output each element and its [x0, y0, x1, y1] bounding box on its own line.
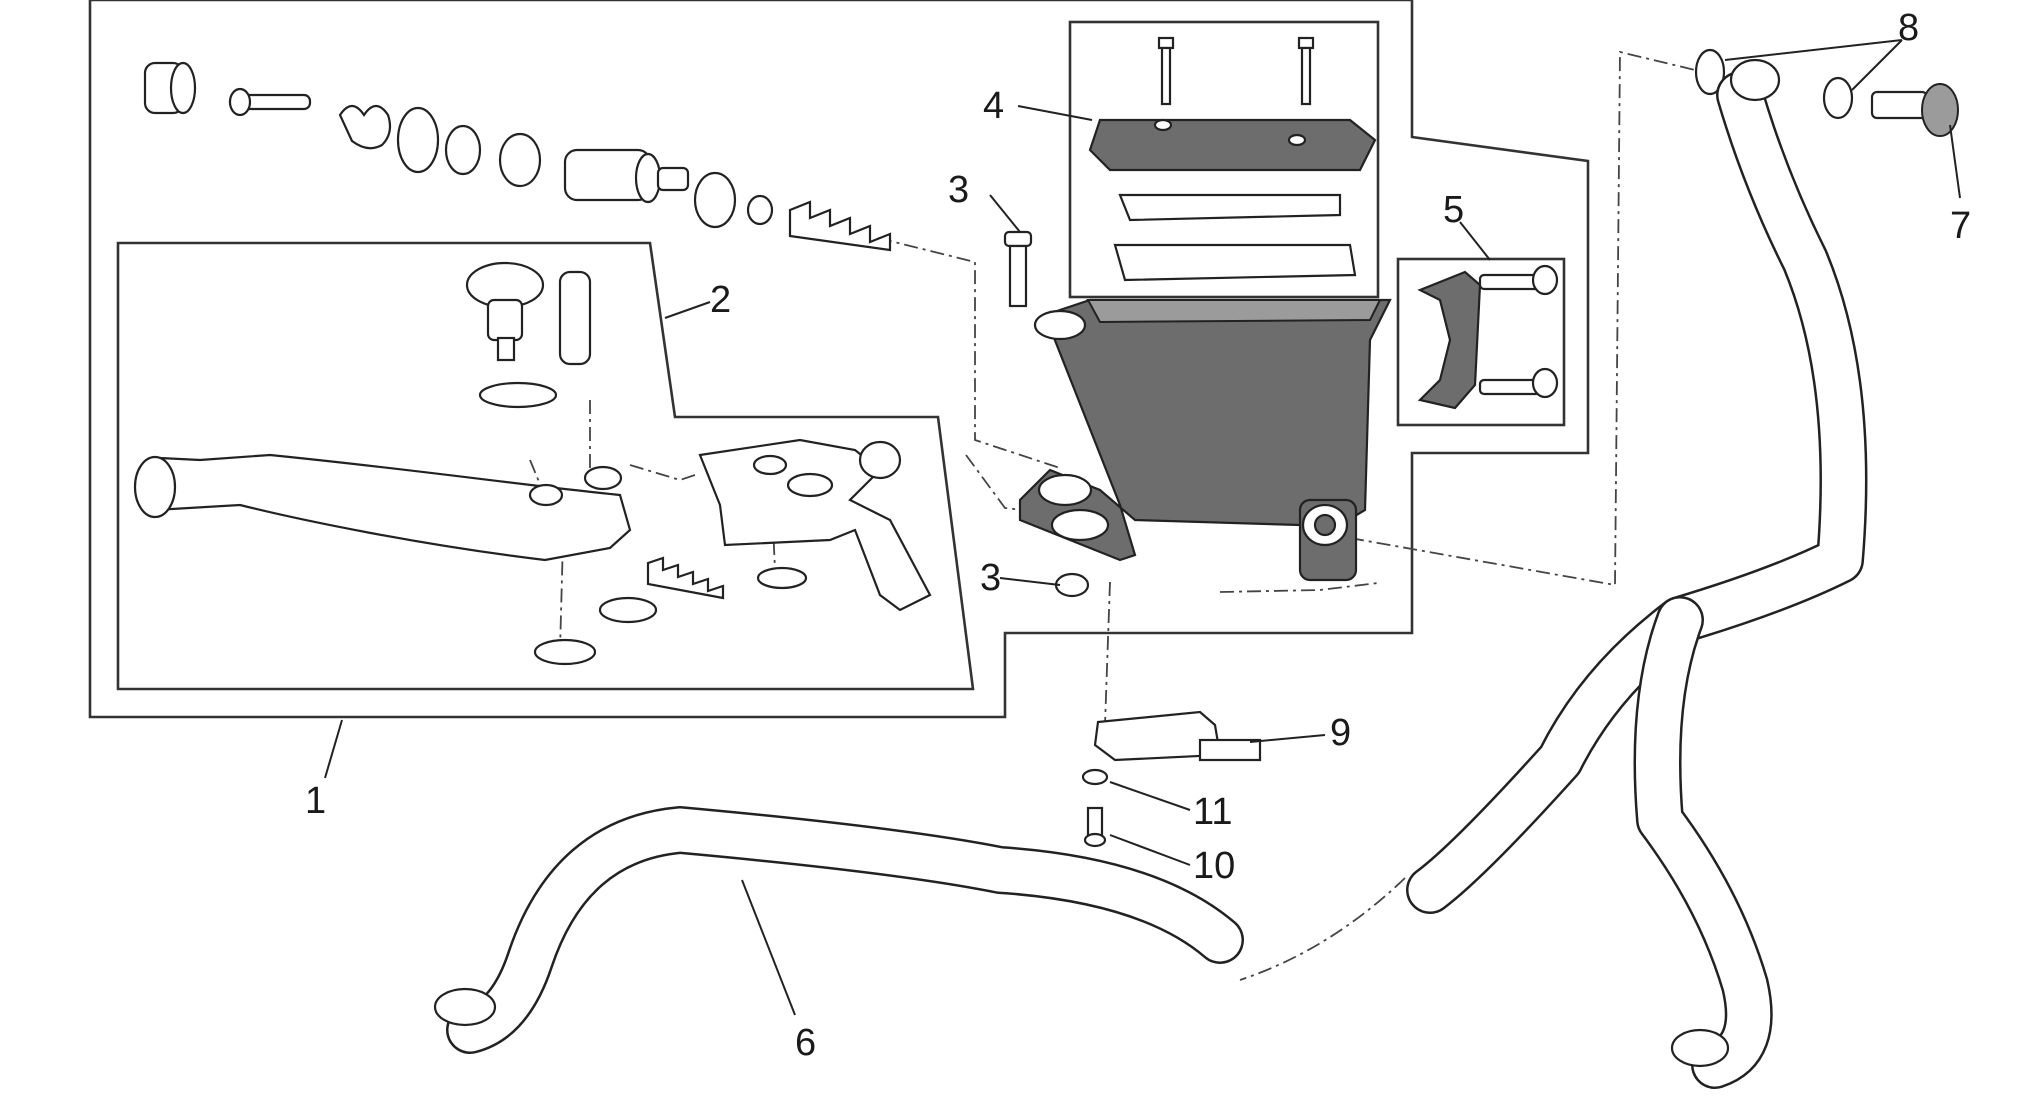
plug-cap	[143, 61, 197, 115]
lever-bushing	[558, 270, 592, 366]
switch-screw	[1083, 806, 1107, 848]
circlip-a	[598, 596, 658, 624]
seal-ring-a	[444, 124, 482, 176]
seal-ring-c	[693, 171, 737, 229]
brake-hose-right	[1406, 58, 1868, 1089]
master-cylinder-body	[1018, 298, 1392, 582]
callout-9: 9	[1330, 712, 1351, 754]
banjo-bolt	[1870, 83, 1959, 137]
adjuster-block	[698, 438, 932, 612]
cylinder-outlet	[1298, 498, 1358, 582]
cover-screws	[1157, 36, 1315, 106]
copper-washer-b	[1822, 76, 1854, 120]
copper-washer-a	[1694, 48, 1726, 96]
callout-8: 8	[1898, 7, 1919, 49]
callout-5: 5	[1443, 189, 1464, 231]
spring-clip	[396, 106, 440, 174]
lever-spring	[646, 556, 725, 600]
seal-ring-b	[498, 132, 542, 188]
callout-3-screw: 3	[948, 169, 969, 211]
brake-lever	[133, 453, 632, 562]
callout-1: 1	[305, 780, 326, 822]
cover-plate	[1118, 193, 1342, 222]
assembly-4-frame	[1068, 20, 1380, 299]
callout-labels: 1 2 3 3 4 5 6 7 8 9 10 11	[305, 7, 1971, 1064]
callout-3-nut: 3	[980, 557, 1001, 599]
callout-10: 10	[1193, 845, 1235, 887]
assembly-5-frame	[1396, 257, 1566, 427]
washer	[746, 194, 774, 226]
reservoir-cover	[1088, 118, 1377, 172]
switch-washer	[1081, 768, 1109, 786]
callout-6: 6	[795, 1022, 816, 1064]
callout-11: 11	[1193, 791, 1232, 833]
small-spring	[338, 104, 392, 150]
piston-parts-row	[143, 61, 892, 252]
mounting-nut	[1054, 572, 1090, 598]
piston	[563, 148, 690, 204]
circlip-b	[533, 638, 597, 666]
callout-4: 4	[983, 85, 1004, 127]
lever-pin	[465, 261, 545, 362]
clamp-screws	[1478, 264, 1559, 399]
push-rod	[228, 87, 312, 117]
lever-washer-bottom	[756, 566, 808, 590]
leader-lines	[324, 39, 1961, 1016]
brake-hose-left	[433, 806, 1244, 1054]
callout-2: 2	[710, 279, 731, 321]
callout-7: 7	[1950, 205, 1971, 247]
lever-washer-top	[478, 381, 558, 409]
cover-gasket	[1113, 243, 1357, 282]
return-spring	[788, 200, 892, 252]
brake-light-switch	[1093, 710, 1262, 762]
assembly-1-frame	[88, 0, 1590, 719]
assembly-2-frame	[116, 241, 975, 691]
handlebar-clamp	[1417, 270, 1482, 410]
mounting-screw	[1003, 230, 1033, 308]
